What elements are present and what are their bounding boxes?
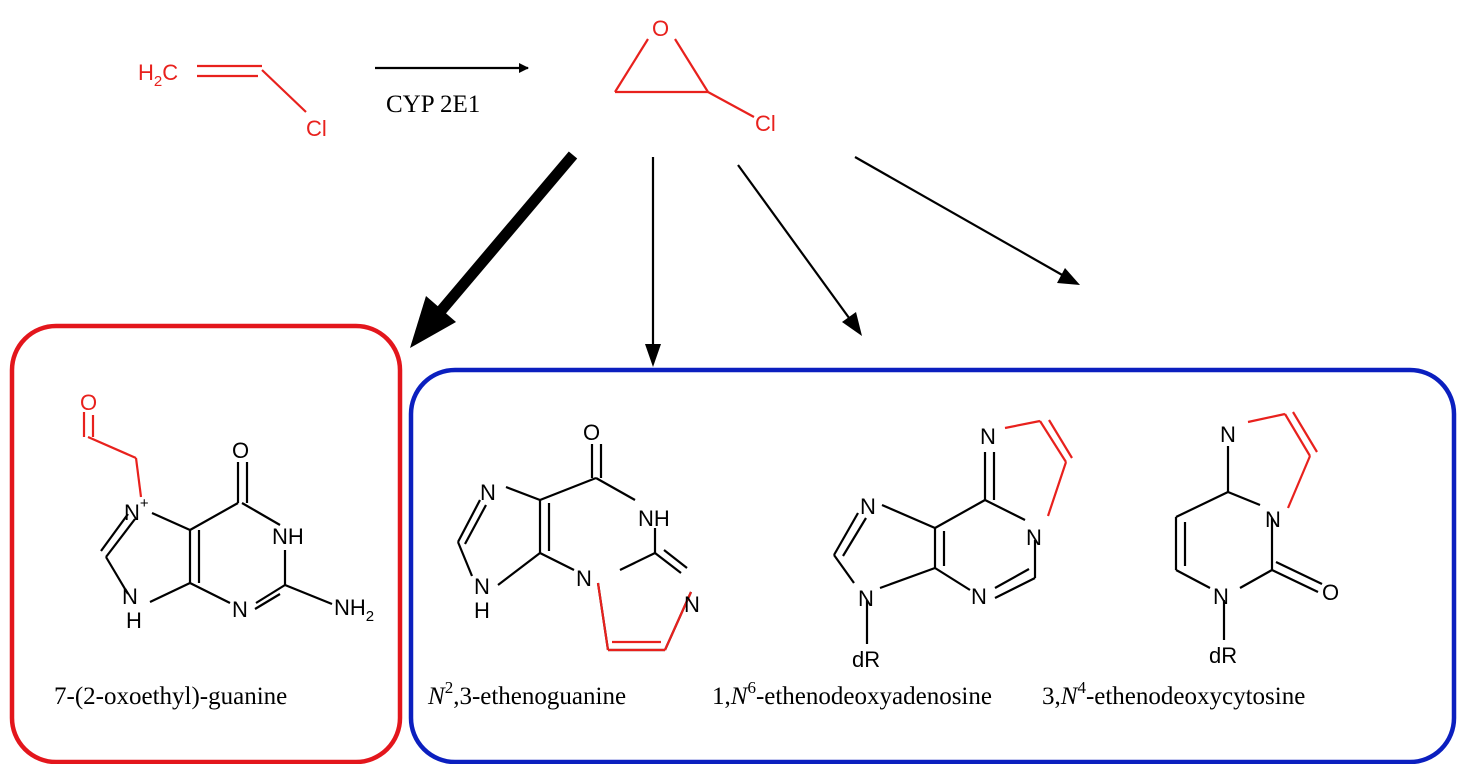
ethenocytosine-n-label: N — [1220, 422, 1236, 447]
ethenoguanine-structure — [456, 444, 693, 652]
guanine-n9-h-label: H — [126, 608, 142, 633]
ethenocytosine-etheno-bridge — [1247, 411, 1318, 509]
epoxide-o-label: O — [652, 16, 669, 41]
guanine-nh2-label: NH2 — [334, 595, 374, 625]
epoxide-cl-label: Cl — [755, 111, 776, 136]
ethenoguanine-n-label: N — [684, 592, 700, 617]
ethenoguanine-n7-label: N — [480, 480, 496, 505]
chloroethylene-oxide-structure — [614, 38, 755, 118]
ethenoadenosine-n9-label: N — [858, 586, 874, 611]
vinyl-h2c-label: H2C — [138, 60, 178, 90]
ethenoguanine-arrow — [645, 157, 661, 367]
vinyl-chloride-structure — [197, 64, 307, 113]
guanine-o6-label: O — [232, 438, 249, 463]
ethenoadenosine-n1-label: N — [1026, 525, 1042, 550]
enzyme-label: CYP 2E1 — [386, 91, 480, 118]
etheno-adducts-box — [408, 367, 1457, 764]
ethenoguanine-n9-h-label: H — [474, 598, 490, 623]
guanine-n9-label: N — [122, 584, 138, 609]
product-name-ethenodeoxycytosine: 3,N4-ethenodeoxycytosine — [1042, 678, 1305, 710]
guanine-n3-label: N — [232, 597, 248, 622]
ethenoadenosine-structure — [833, 452, 1037, 644]
major-adduct-box — [9, 323, 403, 764]
ethenocytosine-n3-label: N — [1265, 507, 1281, 532]
ethenoadenosine-etheno-bridge — [1004, 419, 1073, 517]
ethenoadenosine-dr-label: dR — [852, 647, 880, 672]
ethenoguanine-etheno-bridge — [596, 582, 693, 652]
product-name-ethenodeoxyadenosine: 1,N6-ethenodeoxyadenosine — [712, 678, 992, 710]
ethenocytosine-n1-label: N — [1213, 584, 1229, 609]
ethenoadenosine-n3-label: N — [971, 584, 987, 609]
ethenoadenosine-arrow — [737, 164, 862, 336]
product-name-ethenoguanine: N2,3-ethenoguanine — [427, 678, 626, 710]
ethenocytosine-arrow — [854, 156, 1080, 285]
oxoethyl-side-chain — [82, 412, 143, 498]
aldehyde-o-label: O — [80, 390, 97, 415]
ethenoadenosine-n-label: N — [980, 424, 996, 449]
ethenocytosine-dr-label: dR — [1209, 643, 1237, 668]
guanine-core-structure — [100, 462, 333, 610]
product-name-oxoethyl-guanine: 7-(2-oxoethyl)-guanine — [54, 683, 287, 710]
guanine-n1-label: NH — [272, 524, 304, 549]
ethenocytosine-o-label: O — [1322, 580, 1339, 605]
ethenocytosine-structure — [1174, 446, 1323, 640]
major-pathway-arrow — [410, 151, 578, 348]
ethenoguanine-n3-label: N — [576, 566, 592, 591]
guanine-n7-label: N+ — [124, 495, 149, 525]
ethenoguanine-o-label: O — [583, 420, 600, 445]
ethenoadenosine-n7-label: N — [860, 494, 876, 519]
vinyl-cl-label: Cl — [306, 116, 327, 141]
ethenoguanine-n9-label: N — [474, 574, 490, 599]
ethenoguanine-nh-label: NH — [638, 506, 670, 531]
